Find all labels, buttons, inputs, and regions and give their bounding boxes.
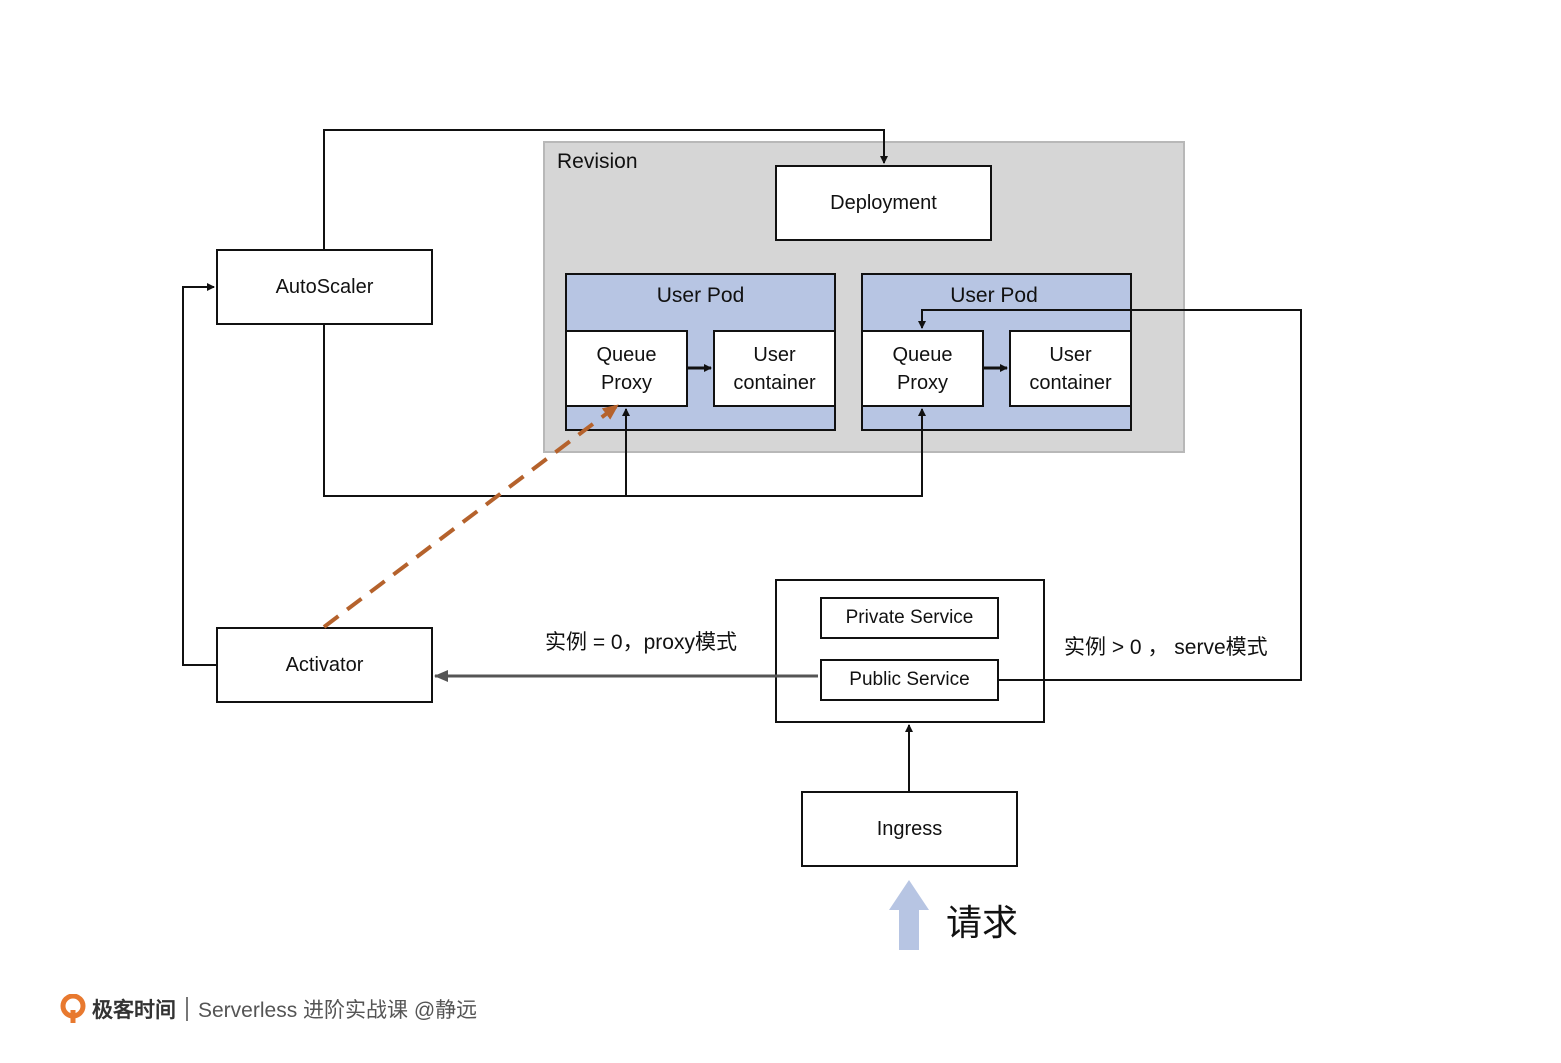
- user-pod-2-label: User Pod: [950, 284, 1038, 307]
- geektime-logo-icon: [60, 994, 86, 1023]
- serve-mode-label: 实例 > 0 ， serve模式: [1064, 636, 1268, 659]
- deployment-box: Deployment: [775, 165, 992, 241]
- activator-to-autoscaler-connector: [182, 283, 216, 666]
- queue-proxy-1: Queue Proxy: [565, 330, 688, 407]
- activator-label: Activator: [285, 654, 364, 676]
- ingress-box: Ingress: [801, 791, 1018, 867]
- ingress-label: Ingress: [876, 818, 943, 840]
- queue-proxy-2-line2: Proxy: [896, 371, 949, 394]
- footer-course: Serverless 进阶实战课 @静远: [198, 999, 478, 1022]
- public-service-to-queue-proxy-2-connector: [918, 309, 1302, 681]
- user-container-1-line2: container: [733, 371, 816, 394]
- deployment-label: Deployment: [830, 192, 937, 214]
- autoscaler-box: AutoScaler: [216, 249, 433, 325]
- user-container-1-line1: User: [753, 343, 796, 366]
- footer-separator: [186, 997, 188, 1021]
- public-service-box: Public Service: [820, 659, 999, 701]
- revision-label: Revision: [557, 150, 638, 173]
- user-container-1: User container: [713, 330, 836, 407]
- footer-brand: 极客时间: [92, 999, 176, 1022]
- private-service-box: Private Service: [820, 597, 999, 639]
- public-service-label: Public Service: [849, 669, 970, 690]
- queue-proxy-1-line1: Queue: [596, 343, 657, 366]
- queue-proxy-1-line2: Proxy: [600, 371, 653, 394]
- queue-proxy-2-line1: Queue: [892, 343, 953, 366]
- request-arrow-icon: [889, 880, 929, 950]
- autoscaler-label: AutoScaler: [275, 276, 374, 298]
- user-container-2-line1: User: [1049, 343, 1092, 366]
- activator-box: Activator: [216, 627, 433, 703]
- queue-proxy-2: Queue Proxy: [861, 330, 984, 407]
- private-service-label: Private Service: [845, 607, 974, 628]
- proxy-mode-label: 实例 = 0，proxy模式: [545, 631, 737, 654]
- request-label: 请求: [946, 903, 1019, 944]
- user-pod-1-label: User Pod: [656, 284, 745, 307]
- autoscaler-to-pods-connector: [323, 325, 926, 497]
- footer: 极客时间 Serverless 进阶实战课 @静远: [60, 993, 477, 1025]
- user-container-2-line2: container: [1029, 371, 1112, 394]
- activator-to-queue-proxy-dashed-arrow: [322, 403, 620, 629]
- user-container-2: User container: [1009, 330, 1132, 407]
- autoscaler-to-deployment-connector: [323, 129, 888, 249]
